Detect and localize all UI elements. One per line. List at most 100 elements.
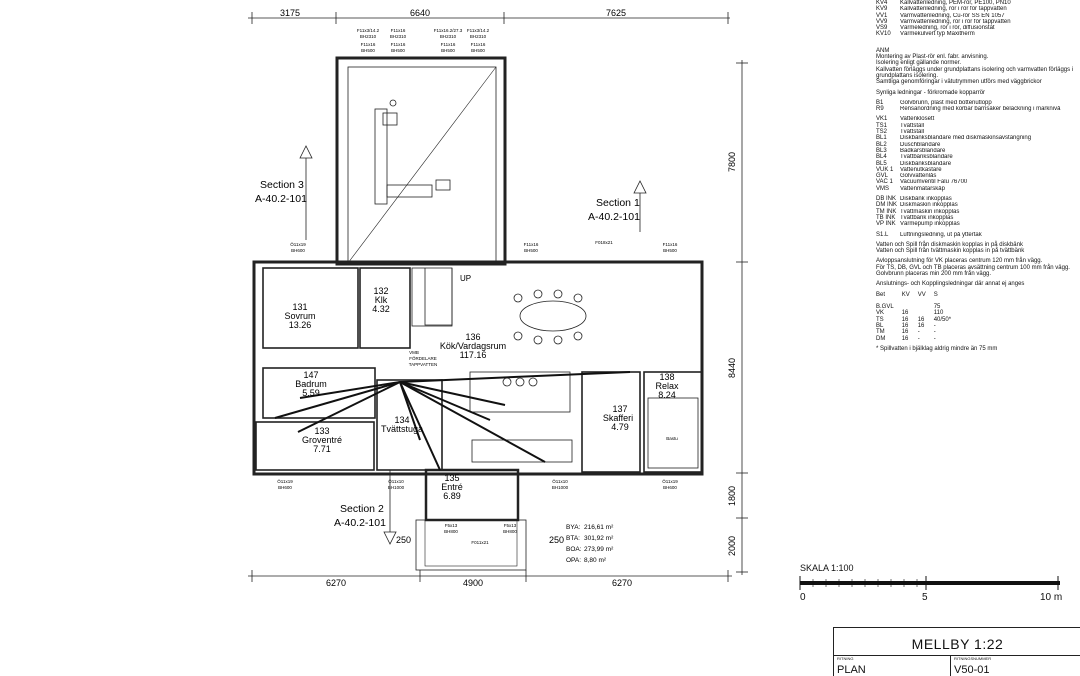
room-136-area: 117.16 xyxy=(460,350,487,360)
section-marker-3 xyxy=(299,145,313,240)
section-3-ref: A-40.2-101 xyxy=(255,193,307,205)
dim-right-1: 7800 xyxy=(727,152,737,172)
svg-text:BH2310: BH2310 xyxy=(470,34,487,39)
dim-top-1: 3175 xyxy=(280,8,300,18)
section-2-ref: A-40.2-101 xyxy=(334,517,386,529)
room-132-name: Klk xyxy=(375,295,388,305)
svg-text:F11x16: F11x16 xyxy=(471,42,486,47)
drawing-number: V50-01 xyxy=(954,664,990,676)
svg-text:BH600: BH600 xyxy=(278,485,292,490)
dim-right-3: 1800 xyxy=(727,486,737,506)
section-marker-1 xyxy=(633,180,647,232)
svg-text:Ö11x10: Ö11x10 xyxy=(552,478,568,484)
svg-text:Ö11x19: Ö11x19 xyxy=(662,478,678,484)
section-3-label: Section 3 xyxy=(260,179,304,191)
room-138: 138 Relax 8.24 xyxy=(655,372,679,400)
room-132: 132 Klk 4.32 xyxy=(372,286,390,314)
room-138-num: 138 xyxy=(659,372,674,382)
room-136-name: Kök/Vardagsrum xyxy=(440,341,506,351)
room-133: 133 Groventré 7.71 xyxy=(302,426,342,454)
room-135-num: 135 xyxy=(444,473,459,483)
svg-text:BTA:: BTA: xyxy=(566,535,580,542)
svg-text:F11x16.2/27.3: F11x16.2/27.3 xyxy=(434,28,463,33)
stair-up-label: UP xyxy=(460,274,471,283)
svg-text:BH2310: BH2310 xyxy=(440,34,457,39)
dim-bottom-3: 6270 xyxy=(612,578,632,588)
svg-text:8,80 m²: 8,80 m² xyxy=(584,557,607,564)
svg-text:F11x16: F11x16 xyxy=(391,42,406,47)
svg-text:F11x16: F11x16 xyxy=(524,242,539,247)
room-131-num: 131 xyxy=(292,302,307,312)
section-1-ref: A-40.2-101 xyxy=(588,211,640,223)
bottom-dimension-line xyxy=(248,570,732,582)
room-138-name: Relax xyxy=(655,381,679,391)
svg-text:FÖRDELARE: FÖRDELARE xyxy=(409,355,437,361)
dim-right-2: 8440 xyxy=(727,358,737,378)
room-134-name: Tvättstuga xyxy=(381,424,423,434)
svg-text:F5x13: F5x13 xyxy=(504,523,517,528)
dim-top-2: 6640 xyxy=(410,8,430,18)
svg-text:F5x13: F5x13 xyxy=(445,523,458,528)
dim-bottom-2: 4900 xyxy=(463,578,483,588)
porch-dim-left: 250 xyxy=(396,535,411,545)
room-131-area: 13.26 xyxy=(289,320,312,330)
room-147-num: 147 xyxy=(303,370,318,380)
room-133-area: 7.71 xyxy=(313,444,331,454)
svg-text:BH500: BH500 xyxy=(441,48,455,53)
room-137-area: 4.79 xyxy=(611,422,629,432)
svg-text:BH500: BH500 xyxy=(471,48,485,53)
north-wing xyxy=(335,56,507,266)
room-135-name: Entré xyxy=(441,482,463,492)
top-dimension-line xyxy=(248,12,730,24)
room-138-area: 8.24 xyxy=(658,390,676,400)
svg-text:F11x16: F11x16 xyxy=(391,28,406,33)
svg-text:BH500: BH500 xyxy=(524,248,538,253)
svg-text:BOA:: BOA: xyxy=(566,546,582,553)
svg-text:F11x16: F11x16 xyxy=(361,42,376,47)
drawing-name: PLAN xyxy=(837,664,866,676)
section-2-label: Section 2 xyxy=(340,503,384,515)
area-summary: BYA: 216,61 m² BTA: 301,92 m² BOA: 273,9… xyxy=(566,524,614,564)
scale-tick-0: 0 xyxy=(800,592,806,603)
svg-text:BH1000: BH1000 xyxy=(388,485,405,490)
dim-right-4: 2000 xyxy=(727,536,737,556)
room-131: 131 Sovrum 13.26 xyxy=(284,302,315,330)
room-134-num: 134 xyxy=(394,415,409,425)
room-132-num: 132 xyxy=(373,286,388,296)
svg-text:273,99 m²: 273,99 m² xyxy=(584,546,614,553)
svg-text:Ö11x19: Ö11x19 xyxy=(290,241,306,247)
room-133-name: Groventré xyxy=(302,435,342,445)
svg-text:BH500: BH500 xyxy=(361,48,375,53)
scale-tick-5: 5 xyxy=(922,592,928,603)
svg-text:BH1000: BH1000 xyxy=(552,485,569,490)
room-137-num: 137 xyxy=(612,404,627,414)
svg-text:BH600: BH600 xyxy=(291,248,305,253)
svg-text:TAPPVATTEN: TAPPVATTEN xyxy=(409,362,438,367)
section-1-label: Section 1 xyxy=(596,197,640,209)
room-131-name: Sovrum xyxy=(284,311,315,321)
room-134: 134 Tvättstuga xyxy=(381,415,423,434)
room-135-area: 6.89 xyxy=(443,491,461,501)
section-marker-2 xyxy=(383,470,397,545)
svg-text:BH600: BH600 xyxy=(663,485,677,490)
svg-text:Ö11x19: Ö11x19 xyxy=(277,478,293,484)
svg-text:BH800: BH800 xyxy=(444,529,458,534)
svg-text:F11x16: F11x16 xyxy=(663,242,678,247)
room-147: 147 Badrum 5.59 xyxy=(295,370,327,398)
room-136: 136 Kök/Vardagsrum 117.16 xyxy=(440,332,506,360)
room-147-name: Badrum xyxy=(295,379,327,389)
main-building xyxy=(252,260,704,571)
svg-text:BH2310: BH2310 xyxy=(360,34,377,39)
room-147-area: 5.59 xyxy=(302,388,320,398)
svg-text:BH500: BH500 xyxy=(663,248,677,253)
svg-text:301,92 m²: 301,92 m² xyxy=(584,535,614,542)
porch-dim-right: 250 xyxy=(549,535,564,545)
svg-text:F11x3/14.2: F11x3/14.2 xyxy=(467,28,490,33)
svg-text:OPA:: OPA: xyxy=(566,557,581,564)
svg-text:F011x21: F011x21 xyxy=(471,540,489,545)
room-137-name: Skafferi xyxy=(603,413,633,423)
scale-bar xyxy=(799,576,1060,590)
